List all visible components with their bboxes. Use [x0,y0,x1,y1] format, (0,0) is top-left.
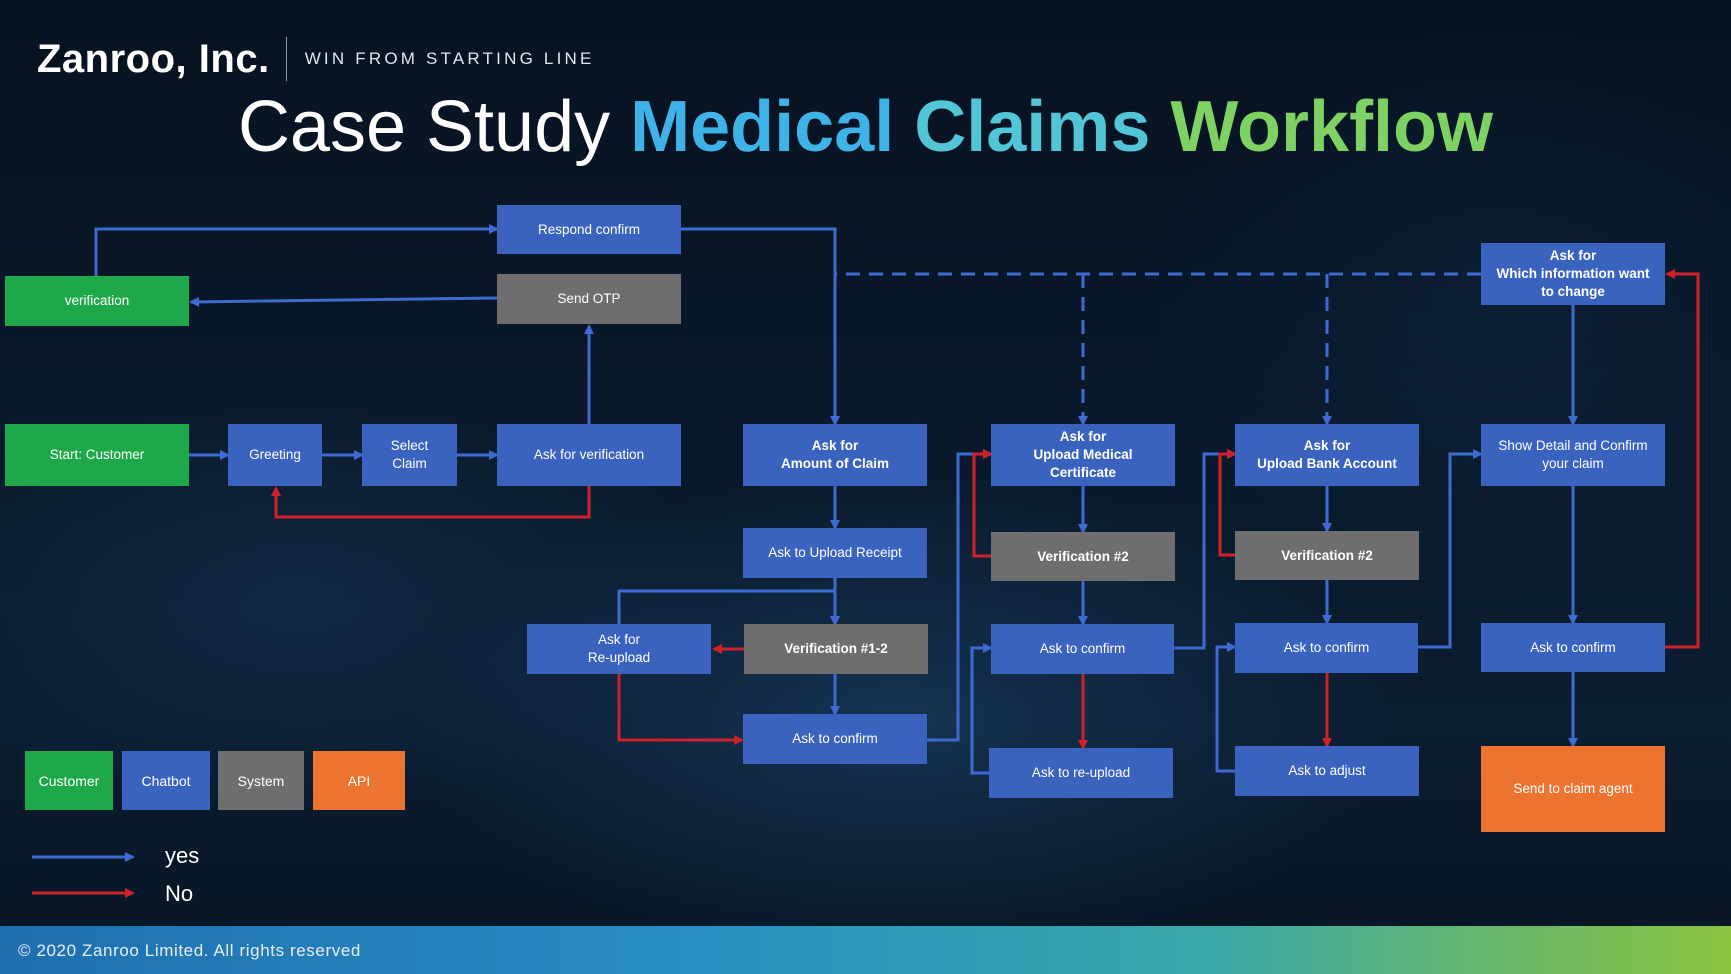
arrow-sendotp-to-verification [189,296,498,307]
node-show-detail: Show Detail and Confirm your claim [1481,424,1665,486]
company-logo: Zanroo, Inc. [37,36,270,81]
logo-divider [285,37,287,81]
node-ask-confirm-4: Ask to confirm [1481,623,1665,672]
arrow-reupload-to-verif12 [617,589,840,626]
node-verification-1-2: Verification #1-2 [744,624,928,674]
title-case-study: Case Study [237,87,631,167]
arrow-respond-to-amount [681,227,840,426]
node-ask-adjust: Ask to adjust [1235,746,1419,796]
legend-chatbot: Chatbot [122,751,210,810]
no-verif2a-to-medical [972,449,993,558]
footer-bar: © 2020 Zanroo Limited. All rights reserv… [0,926,1731,974]
arrow-confirm3-to-showdetail [1418,449,1483,649]
arrow-confirm1-to-medical [927,449,993,742]
no-verif2b-to-bank [1218,449,1237,557]
node-ask-upload-medical: Ask for Upload Medical Certificate [991,424,1175,486]
arrow-confirm2-to-bank [1174,449,1237,650]
title-workflow: Workflow [1170,87,1494,167]
node-ask-reupload-2: Ask to re-upload [989,748,1173,798]
no-reupload-to-confirm1 [617,674,744,745]
arrow-reupload2-to-confirm2 [970,643,993,775]
node-ask-confirm-1: Ask to confirm [743,714,927,764]
node-ask-reupload-1: Ask for Re-upload [527,624,711,674]
node-start-customer: Start: Customer [5,424,189,486]
tagline: WIN FROM STARTING LINE [304,49,595,68]
node-select-claim: Select Claim [362,424,457,486]
page-title: Case Study Medical Claims Workflow [0,86,1731,168]
node-ask-verification: Ask for verification [497,424,681,486]
no-confirm4-to-whichinfo [1665,269,1700,649]
arrow-adjust-to-confirm3 [1215,642,1237,773]
node-ask-which-info: Ask for Which information want to change [1481,243,1665,305]
title-medical: Medical [630,87,915,167]
node-verification-2b: Verification #2 [1235,531,1419,580]
node-ask-confirm-2: Ask to confirm [991,624,1174,674]
node-greeting: Greeting [228,424,322,486]
node-ask-amount: Ask for Amount of Claim [743,424,927,486]
node-verification-2a: Verification #2 [991,532,1175,581]
footer-copyright: © 2020 Zanroo Limited. All rights reserv… [18,941,361,960]
node-verification: verification [5,276,189,326]
no-askverify-to-greeting [271,486,591,519]
legend-api: API [313,751,405,810]
legend-system: System [218,751,304,810]
node-ask-upload-bank: Ask for Upload Bank Account [1235,424,1419,486]
title-claims: Claims [914,87,1171,167]
legend-customer: Customer [25,751,113,810]
node-send-claim-agent: Send to claim agent [1481,746,1665,832]
header-logo-row: Zanroo, Inc. WIN FROM STARTING LINE [37,36,595,82]
node-ask-confirm-3: Ask to confirm [1235,623,1418,673]
node-send-otp: Send OTP [497,274,681,324]
node-respond-confirm: Respond confirm [497,205,681,254]
node-ask-upload-receipt: Ask to Upload Receipt [743,528,927,578]
arrow-verification-to-respond [94,224,499,276]
legend-yes-label: yes [165,843,200,868]
legend-no-label: No [165,881,194,906]
